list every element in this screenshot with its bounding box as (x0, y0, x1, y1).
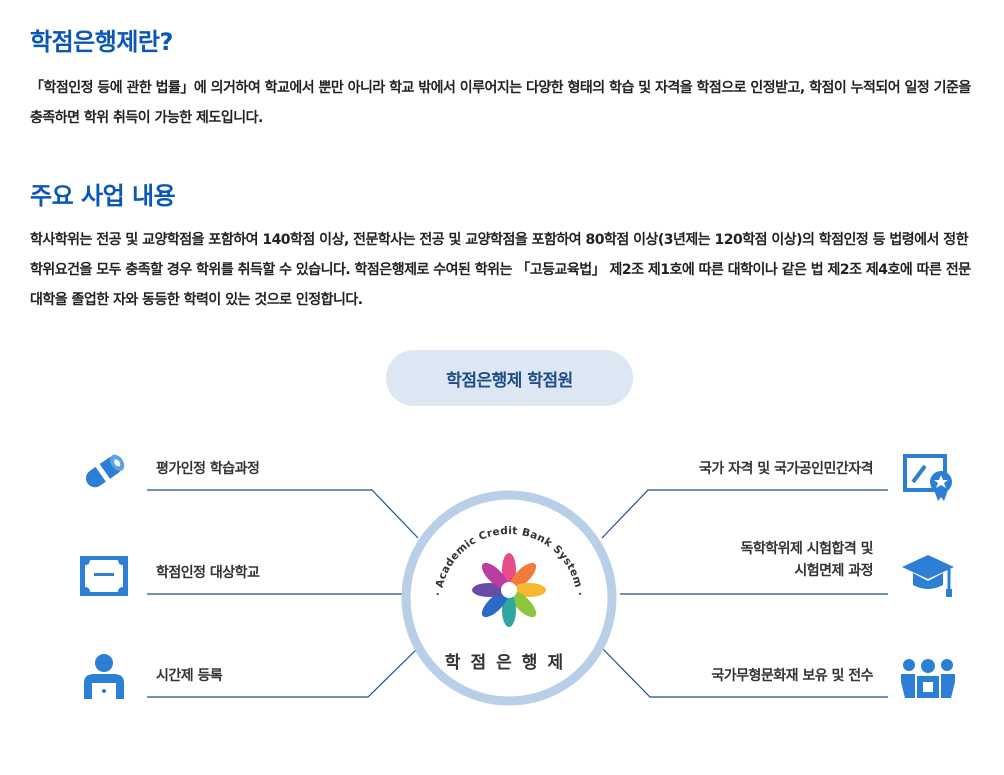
credit-bank-seal: · Academic Credit Bank System · 학점은행제 (401, 490, 617, 706)
right-item-label-1: 국가 자격 및 국가공인민간자격 (698, 461, 874, 477)
person-laptop-icon (82, 653, 126, 703)
certificate-frame-icon (80, 556, 128, 600)
seal-flower-icon (472, 553, 546, 627)
left-item-label-1: 평가인정 학습과정 (156, 461, 260, 477)
connector-right-bottom (601, 647, 888, 698)
diploma-scroll-icon (78, 449, 130, 499)
section-body-business: 학사학위는 전공 및 교양학점을 포함하여 140학점 이상, 전문학사는 전공… (30, 232, 971, 308)
section-title-business: 주요 사업 내용 (30, 182, 176, 210)
right-item-label-3: 국가무형문화재 보유 및 전수 (711, 668, 873, 684)
credit-source-title-badge: 학점은행제 학점원 (386, 350, 633, 406)
left-item-label-2: 학점인정 대상학교 (156, 565, 260, 581)
group-people-icon (901, 658, 955, 702)
right-item-label-2-line2: 시험면제 과정 (794, 563, 873, 579)
section-title-about: 학점은행제란? (30, 28, 173, 56)
right-item-label-2: 독학학위제 시험합격 및 시험면제 과정 (740, 538, 873, 582)
connector-left-top (147, 489, 419, 539)
right-item-label-2-line1: 독학학위제 시험합격 및 (740, 541, 873, 557)
connector-left-bottom (147, 647, 419, 698)
section-body-about: 「학점인정 등에 관한 법률」에 의거하여 학교에서 뿐만 아니라 학교 밖에서… (30, 80, 971, 126)
certificate-badge-icon (903, 454, 955, 506)
seal-korean-text: 학점은행제 (445, 653, 573, 673)
left-item-label-3: 시간제 등록 (156, 668, 223, 684)
connector-right-top (601, 489, 888, 539)
graduation-cap-icon (902, 551, 954, 601)
